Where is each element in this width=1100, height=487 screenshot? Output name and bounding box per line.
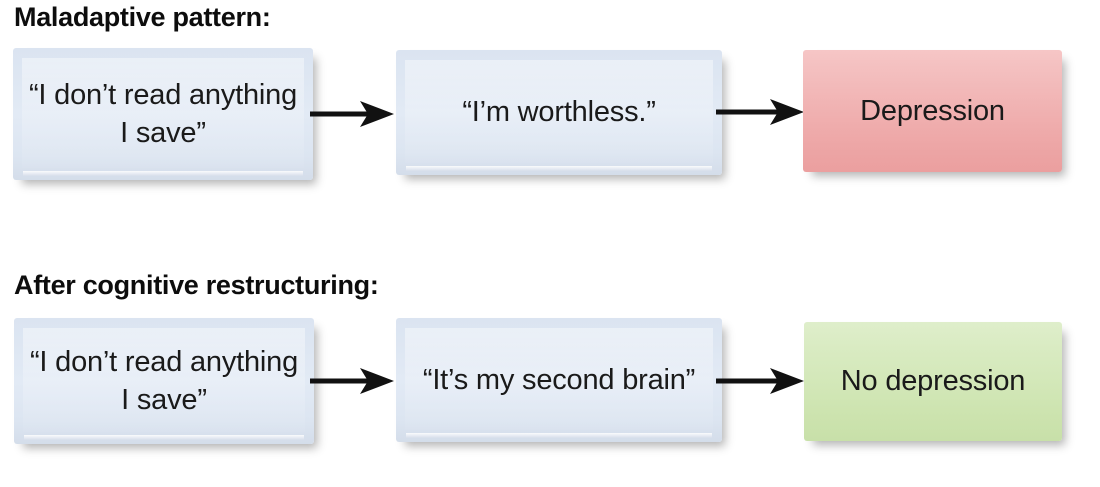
section-heading-restructuring: After cognitive restructuring: [14,270,379,300]
node-label: “I don’t read anything I save” [28,78,298,149]
arrow-maladaptive-2 [716,95,804,129]
arrow-restructured-1 [310,364,394,398]
node-label: “It’s my second brain” [422,363,696,396]
node-label: “I don’t read anything I save” [29,345,299,416]
node-restructured-thought-2: “It’s my second brain” [396,318,722,442]
node-label: No depression [840,365,1026,398]
node-outcome-no-depression: No depression [804,322,1062,441]
node-label: “I’m worthless.” [462,96,656,129]
section-heading-maladaptive: Maladaptive pattern: [14,2,271,32]
node-maladaptive-thought-2: “I’m worthless.” [396,50,722,175]
node-maladaptive-thought-1: “I don’t read anything I save” [13,48,313,180]
arrow-maladaptive-1 [310,97,394,131]
arrow-restructured-2 [716,364,804,398]
node-outcome-depression: Depression [803,50,1062,172]
node-restructured-thought-1: “I don’t read anything I save” [14,318,314,444]
node-label: Depression [860,94,1005,127]
